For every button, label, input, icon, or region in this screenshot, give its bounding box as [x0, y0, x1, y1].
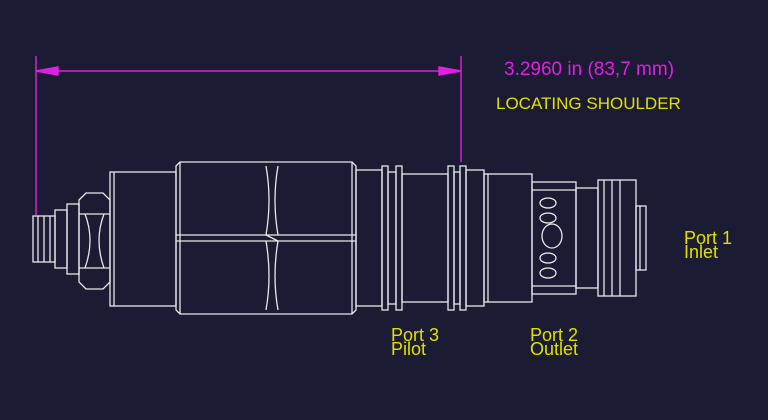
body-neck — [109, 171, 177, 307]
dimension-text: 3.2960 in (83,7 mm) — [504, 59, 675, 80]
port-2-section — [483, 173, 577, 303]
port-1-name: Port 1 — [684, 228, 733, 248]
port-3-name: Port 3 — [391, 325, 440, 345]
left-threaded-end — [32, 203, 80, 275]
port-2-role: Outlet — [530, 339, 579, 359]
port-3-role: Pilot — [391, 339, 427, 359]
arrowhead-left — [35, 66, 59, 76]
port-1-role: Inlet — [684, 242, 719, 262]
locating-shoulder-label: LOCATING SHOULDER — [496, 94, 681, 113]
main-hex — [175, 161, 357, 315]
arrowhead-right — [438, 66, 462, 76]
dimension-line — [35, 56, 462, 215]
port-1-nose — [575, 179, 647, 297]
port-2-name: Port 2 — [530, 325, 579, 345]
valve-body — [32, 161, 647, 315]
hex-nut — [78, 192, 111, 290]
shoulder-section — [355, 165, 485, 311]
